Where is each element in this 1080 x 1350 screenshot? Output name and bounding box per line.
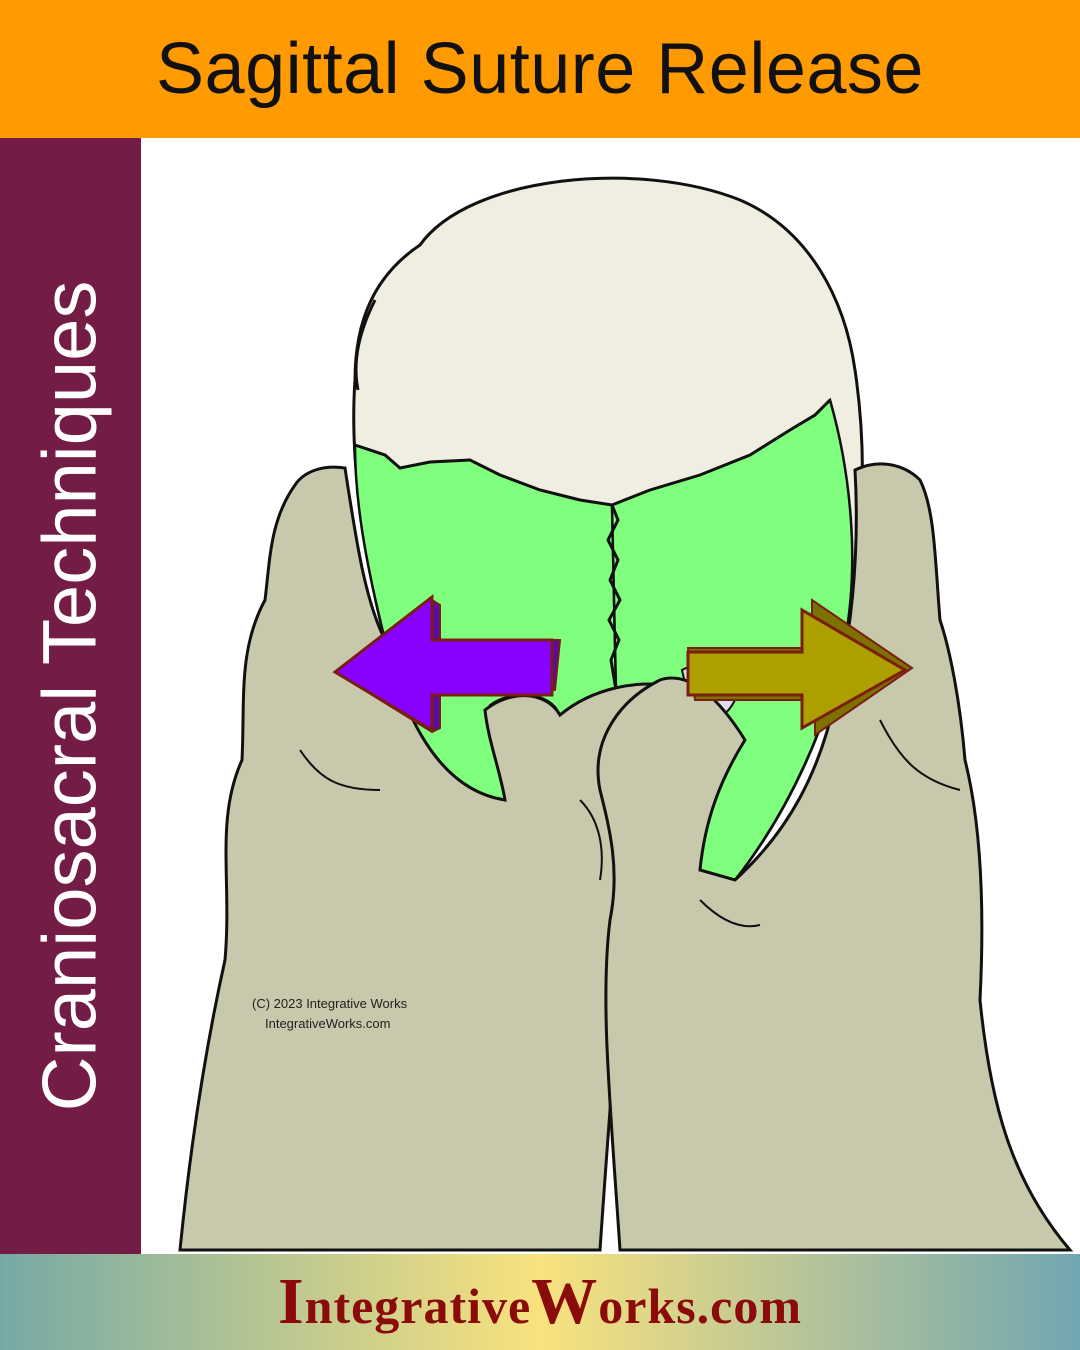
category-label: Craniosacral Techniques (27, 280, 113, 1112)
technique-illustration: (C) 2023 Integrative Works IntegrativeWo… (141, 138, 1080, 1254)
brand-wordmark: IntegrativeWorks.com (278, 1264, 802, 1340)
right-hand-crease (879, 719, 961, 791)
brand-cap-1: I (277, 1265, 305, 1338)
copyright-line-2: IntegrativeWorks.com (265, 1016, 390, 1031)
left-arrow-icon (332, 593, 562, 734)
left-hand-crease (299, 749, 381, 791)
brand-footer: IntegrativeWorks.com (0, 1254, 1080, 1350)
copyright-line-1: (C) 2023 Integrative Works (252, 996, 408, 1011)
left-hand-crease-2 (579, 799, 603, 881)
brand-cap-2: W (531, 1265, 599, 1338)
coronal-suture (354, 398, 832, 507)
right-arrow-icon (686, 598, 914, 737)
category-sidebar: Craniosacral Techniques (0, 138, 141, 1254)
brand-rest-2: orks.com (598, 1278, 803, 1334)
brand-rest-1: ntegrative (304, 1278, 532, 1334)
title-banner: Sagittal Suture Release (0, 0, 1080, 138)
page-title: Sagittal Suture Release (156, 29, 924, 109)
right-hand-crease-2 (699, 899, 761, 928)
illustration-svg: (C) 2023 Integrative Works IntegrativeWo… (178, 176, 1074, 1252)
skull-side-edge (354, 299, 377, 391)
sagittal-suture (606, 504, 622, 691)
